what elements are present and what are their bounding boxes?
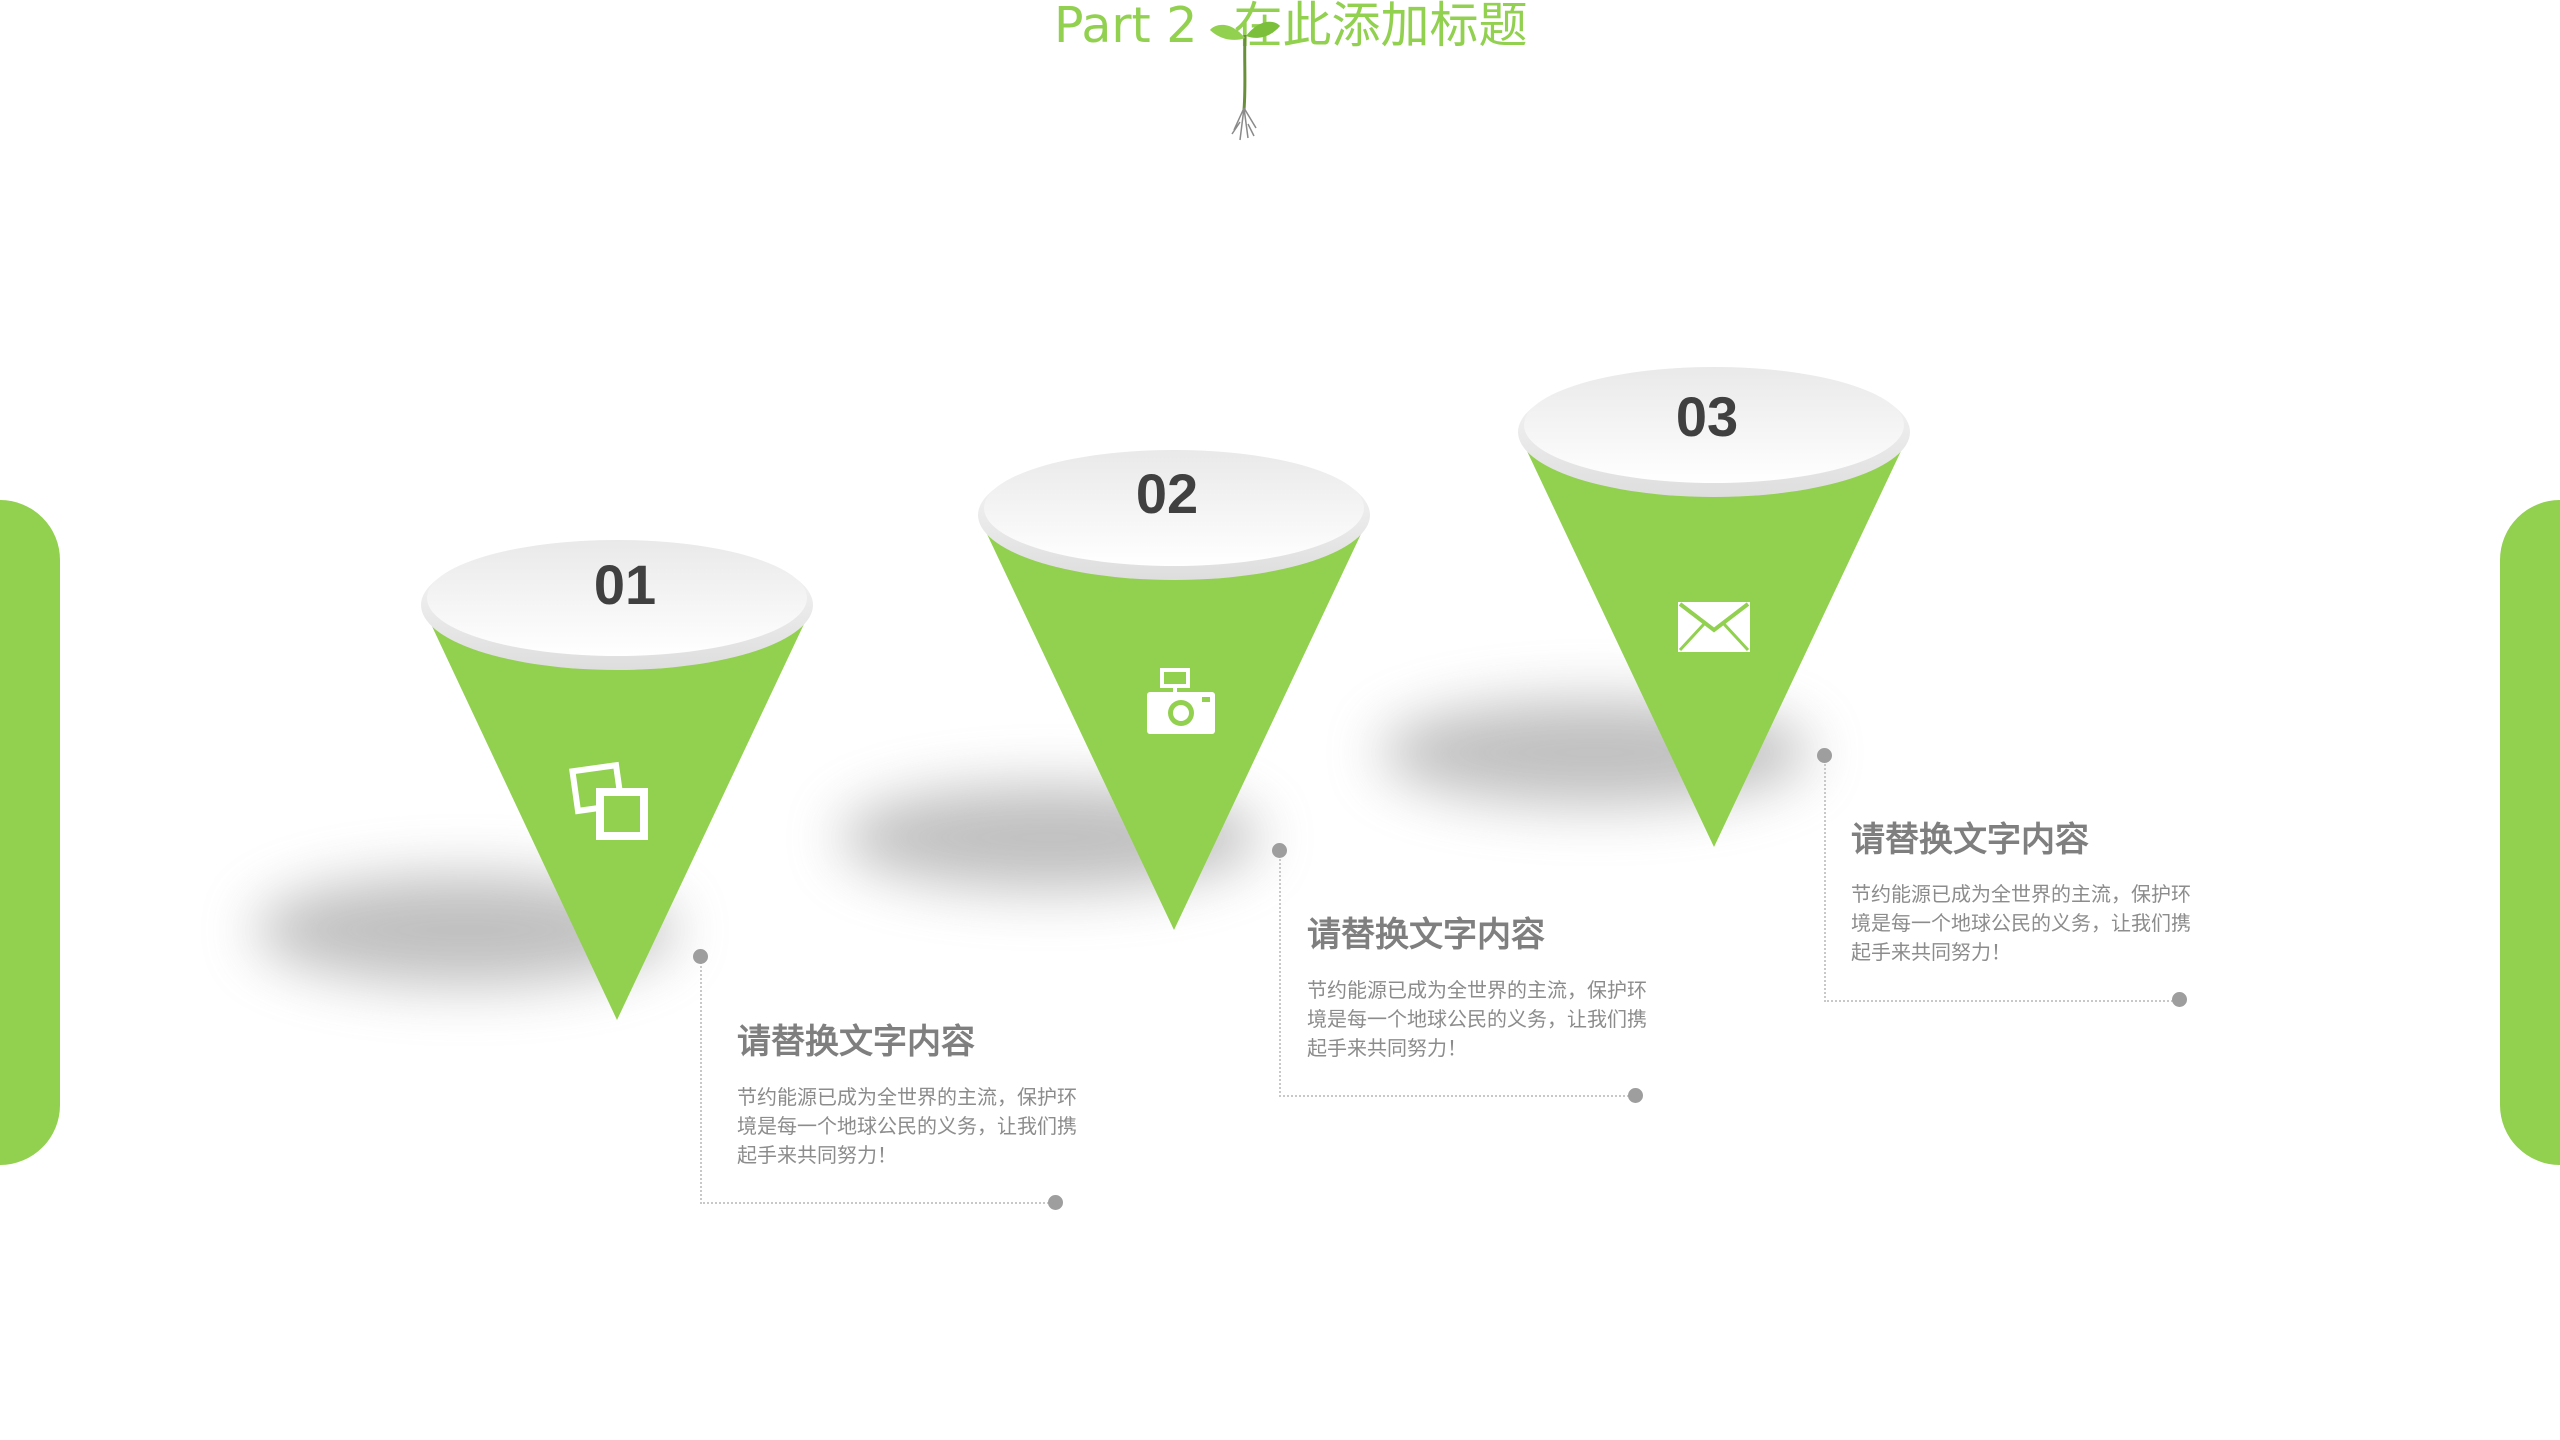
item-1-body: 节约能源已成为全世界的主流，保护环境是每一个地球公民的义务，让我们携起手来共同努… bbox=[737, 1085, 1077, 1167]
item-1-start-dot bbox=[693, 949, 708, 964]
item-2-end-dot bbox=[1628, 1088, 1643, 1103]
cone-3 bbox=[1518, 367, 1910, 847]
item-3-number: 03 bbox=[1675, 385, 1739, 448]
item-3-end-dot bbox=[2172, 992, 2187, 1007]
item-3-heading: 请替换文字内容 bbox=[1851, 820, 2089, 860]
camera-icon bbox=[1147, 668, 1215, 734]
item-1-end-dot bbox=[1048, 1195, 1063, 1210]
item-2-body: 节约能源已成为全世界的主流，保护环境是每一个地球公民的义务，让我们携起手来共同努… bbox=[1307, 978, 1647, 1060]
item-2-start-dot bbox=[1272, 843, 1287, 858]
item-1-number: 01 bbox=[593, 553, 657, 616]
item-1-connector bbox=[700, 955, 1057, 1204]
item-2-connector bbox=[1279, 850, 1637, 1097]
item-2-number: 02 bbox=[1135, 462, 1199, 525]
sprout-icon bbox=[1210, 21, 1280, 141]
photos-icon bbox=[569, 761, 648, 840]
item-3-connector bbox=[1824, 755, 2181, 1002]
left-accent-bar bbox=[0, 500, 60, 1165]
title-text: 在此添加标题 bbox=[1233, 0, 1528, 54]
item-2-heading: 请替换文字内容 bbox=[1307, 915, 1545, 955]
envelope-icon bbox=[1678, 602, 1750, 652]
item-3-body: 节约能源已成为全世界的主流，保护环境是每一个地球公民的义务，让我们携起手来共同努… bbox=[1851, 882, 2191, 964]
item-1-heading: 请替换文字内容 bbox=[737, 1022, 975, 1062]
part-label: Part 2 bbox=[1054, 0, 1198, 54]
item-3-start-dot bbox=[1817, 748, 1832, 763]
slide-title: Part 2 在此添加标题 bbox=[1054, 0, 1528, 56]
right-accent-bar bbox=[2500, 500, 2560, 1165]
